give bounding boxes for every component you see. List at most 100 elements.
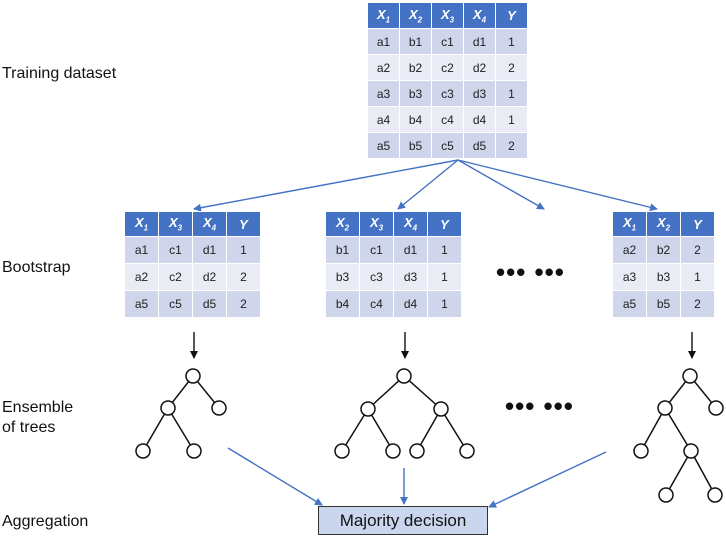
ensemble-label-line1: Ensemble: [2, 399, 74, 416]
table-cell: 2: [680, 290, 715, 318]
table-cell: a2: [124, 263, 159, 291]
column-header: Y: [680, 211, 715, 237]
tree-node: [708, 400, 724, 416]
table-cell: a2: [612, 236, 647, 264]
table-cell: a3: [367, 80, 400, 107]
tree-node: [459, 443, 475, 459]
tree-node: [135, 443, 151, 459]
tree-2: [334, 368, 475, 459]
table-cell: c1: [359, 236, 394, 264]
table-cell: c3: [359, 263, 394, 291]
table-cell: 1: [680, 263, 715, 291]
table-cell: a2: [367, 54, 400, 81]
table-cell: c1: [431, 28, 464, 55]
tree-node: [409, 443, 425, 459]
table-cell: d5: [463, 132, 496, 159]
table-cell: c4: [359, 290, 394, 318]
table-cell: 1: [226, 236, 261, 264]
column-header: X4: [393, 211, 428, 237]
table-cell: a1: [124, 236, 159, 264]
column-header: Y: [495, 2, 528, 29]
table-cell: d2: [463, 54, 496, 81]
table-cell: c5: [158, 290, 193, 318]
column-header: X4: [463, 2, 496, 29]
table-cell: 1: [427, 263, 462, 291]
tree-node: [186, 443, 202, 459]
table-cell: c1: [158, 236, 193, 264]
column-header: X2: [325, 211, 360, 237]
tree-node: [396, 368, 412, 384]
ensemble-label-line2: of trees: [2, 419, 56, 436]
table-cell: d1: [192, 236, 227, 264]
arrow-tree3-to-decision: [488, 451, 607, 508]
table-cell: b2: [399, 54, 432, 81]
majority-decision-box: Majority decision: [318, 506, 488, 535]
tree-node: [385, 443, 401, 459]
table-cell: b3: [399, 80, 432, 107]
tree-node: [683, 443, 699, 459]
tree-node: [185, 368, 201, 384]
column-header: X3: [431, 2, 464, 29]
table-cell: b3: [646, 263, 681, 291]
table-cell: c2: [431, 54, 464, 81]
table-cell: d4: [393, 290, 428, 318]
table-cell: d2: [192, 263, 227, 291]
column-header: X2: [646, 211, 681, 237]
column-header: X3: [359, 211, 394, 237]
tree-node: [360, 401, 376, 417]
column-header: Y: [226, 211, 261, 237]
table-cell: b4: [399, 106, 432, 133]
arrow-to-bootstrap-dots: [457, 159, 545, 210]
table-cell: c5: [431, 132, 464, 159]
tree-node: [633, 443, 649, 459]
table-cell: 1: [495, 28, 528, 55]
table-cell: 1: [427, 290, 462, 318]
tree-3: [633, 368, 724, 503]
table-cell: a4: [367, 106, 400, 133]
tree-node: [657, 400, 673, 416]
table-cell: 1: [495, 106, 528, 133]
arrow-to-bootstrap-1: [193, 159, 459, 212]
table-cell: b5: [646, 290, 681, 318]
table-cell: d1: [463, 28, 496, 55]
tree-node: [682, 368, 698, 384]
aggregation-label: Aggregation: [2, 513, 89, 530]
table-cell: c3: [431, 80, 464, 107]
table-cell: b4: [325, 290, 360, 318]
arrow-tree1-to-decision: [227, 447, 323, 506]
arrow-to-bootstrap-3: [457, 159, 658, 212]
tree-node: [658, 487, 674, 503]
trees-ellipsis: ••• •••: [505, 391, 574, 421]
tree-node: [433, 401, 449, 417]
table-cell: a5: [612, 290, 647, 318]
tree-1: [135, 368, 227, 459]
table-cell: b1: [325, 236, 360, 264]
column-header: X1: [367, 2, 400, 29]
table-cell: a5: [367, 132, 400, 159]
table-cell: 2: [226, 263, 261, 291]
table-cell: 1: [495, 80, 528, 107]
table-cell: d5: [192, 290, 227, 318]
table-cell: 2: [226, 290, 261, 318]
bootstrap-ellipsis: ••• •••: [496, 257, 565, 287]
table-cell: a3: [612, 263, 647, 291]
bootstrap-label: Bootstrap: [2, 259, 71, 276]
